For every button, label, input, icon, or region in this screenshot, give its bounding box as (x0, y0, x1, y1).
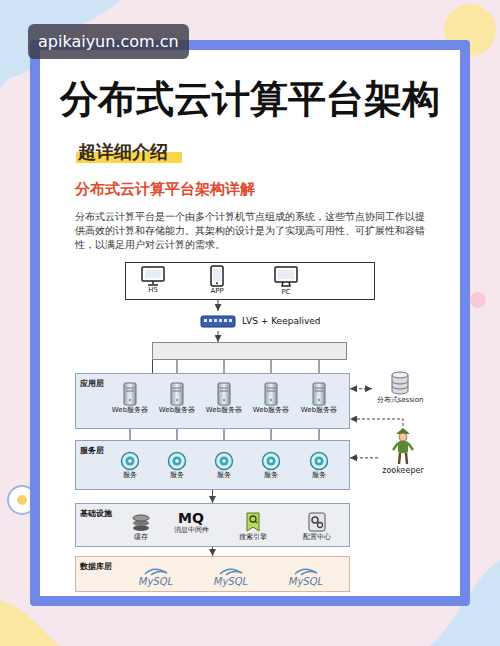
icon-node: Web服务器 (296, 382, 342, 414)
icon-node: 缓存 (123, 511, 159, 541)
server-icon (121, 382, 139, 406)
node-label: Web服务器 (206, 406, 242, 414)
node-label: zookeeper (382, 466, 423, 476)
client-box: H5 APP PC (125, 262, 375, 300)
layer-band: 服务层服务 服务 服务 服务 服务 (75, 440, 350, 490)
search-icon (243, 511, 263, 533)
layer-label: 服务层 (80, 445, 104, 456)
icon-node: 搜索引擎 (233, 511, 273, 541)
db-icon (389, 370, 411, 396)
icon-node: APP (200, 265, 234, 295)
watermark: apikaiyun.com.cn (28, 24, 189, 59)
intro-paragraph: 分布式云计算平台是一个由多个计算机节点组成的系统，这些节点协同工作以提供高效的计… (75, 210, 430, 251)
connector (350, 419, 403, 426)
cache-icon (131, 511, 151, 533)
node-label: Web服务器 (159, 406, 195, 414)
mysql-mark: MySQL (289, 576, 323, 588)
icon-node: Web服务器 (201, 382, 247, 414)
node-label: PC (281, 288, 290, 296)
server-icon (168, 382, 186, 406)
connector (212, 490, 213, 503)
dolphin-icon (218, 567, 244, 576)
mq-mark: MQ (178, 510, 204, 526)
load-balancer: LVS + Keepalived (200, 311, 330, 331)
mysql-mark: MySQL (139, 576, 173, 588)
disc-icon (167, 451, 187, 471)
person-icon (390, 426, 416, 466)
section-heading: 分布式云计算平台架构详解 (75, 180, 255, 199)
layer-label: 数据库层 (80, 561, 112, 572)
switch-icon (200, 313, 236, 329)
icon-node: 服务 (208, 451, 240, 479)
flower-center (17, 495, 27, 505)
corner-blob (0, 600, 60, 646)
node-label: APP (210, 287, 223, 295)
icon-node: 服务 (303, 451, 335, 479)
disc-icon (214, 451, 234, 471)
phone-icon (209, 265, 225, 287)
subtitle: 超详细介绍 (78, 140, 168, 164)
server-icon (310, 382, 328, 406)
node-label: LVS + Keepalived (242, 316, 321, 326)
layer-label: 基础设施 (80, 508, 112, 519)
database-node: MySQL (206, 567, 256, 588)
layer-band: 基础设施缓存 MQ消息中间件搜索引擎 配置中心 (75, 503, 350, 547)
node-label: 服务 (170, 471, 184, 479)
layer-label: 应用层 (80, 378, 104, 389)
blue-frame (30, 40, 470, 606)
icon-node: 服务 (161, 451, 193, 479)
mysql-mark: MySQL (214, 576, 248, 588)
server-icon (215, 382, 233, 406)
icon-node: 配置中心 (297, 511, 337, 541)
node-label: 消息中间件 (174, 526, 209, 534)
node-label: 服务 (312, 471, 326, 479)
mon-icon (140, 266, 166, 286)
connector (218, 300, 219, 311)
connector (350, 457, 378, 458)
config-icon (307, 511, 327, 533)
node-label: Web服务器 (112, 406, 148, 414)
disc-icon (261, 451, 281, 471)
node-label: 服务 (217, 471, 231, 479)
dolphin-icon (143, 567, 169, 576)
node-label: 服务 (264, 471, 278, 479)
layer-band: 数据库层 MySQL MySQL MySQL (75, 556, 350, 592)
node-label: 缓存 (134, 533, 148, 541)
dot (470, 292, 486, 308)
pc-icon (273, 266, 299, 288)
icon-node: 服务 (255, 451, 287, 479)
node-label: Web服务器 (301, 406, 337, 414)
disc-icon (120, 451, 140, 471)
white-card (40, 50, 460, 596)
page-title: 分布式云计算平台架构 (40, 74, 460, 125)
disc-icon (309, 451, 329, 471)
node-label: H5 (148, 286, 158, 294)
database-node: MySQL (131, 567, 181, 588)
icon-node: zookeeper (378, 426, 428, 476)
connector (350, 388, 372, 389)
icon-node: Web服务器 (248, 382, 294, 414)
node-label: 分布式session (377, 396, 424, 404)
server-icon (262, 382, 280, 406)
icon-node: H5 (136, 266, 170, 294)
dolphin-icon (293, 567, 319, 576)
icon-node: 服务 (114, 451, 146, 479)
node-label: 搜索引擎 (239, 533, 267, 541)
icon-node: PC (269, 266, 303, 296)
connector (218, 331, 219, 342)
node-label: 配置中心 (303, 533, 331, 541)
mq-node: MQ消息中间件 (166, 510, 216, 534)
node-label: Web服务器 (253, 406, 289, 414)
gateway-bar (152, 342, 347, 360)
icon-node: 分布式session (372, 370, 428, 404)
layer-band: 应用层 Web服务器 Web服务器 Web服务器 Web服务器 Web服务器 (75, 373, 350, 429)
icon-node: Web服务器 (154, 382, 200, 414)
node-label: 服务 (123, 471, 137, 479)
database-node: MySQL (281, 567, 331, 588)
connector (212, 547, 213, 556)
icon-node: Web服务器 (107, 382, 153, 414)
